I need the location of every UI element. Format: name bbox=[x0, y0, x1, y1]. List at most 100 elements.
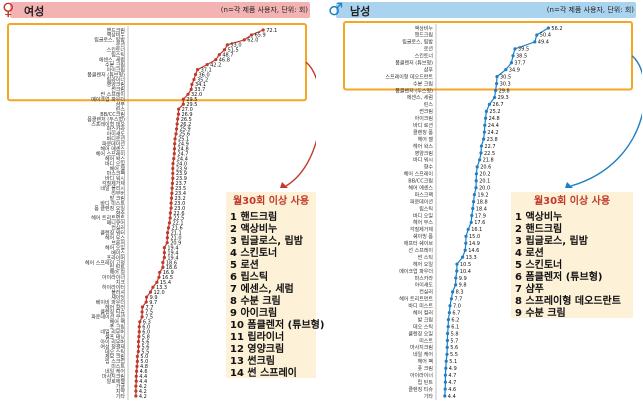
female-point-50 bbox=[158, 270, 162, 274]
female-category-label-23: 바디로션 bbox=[107, 136, 126, 143]
male-point-12 bbox=[487, 102, 491, 106]
female-category-label-73: 가글 bbox=[116, 383, 126, 390]
female-point-57 bbox=[140, 305, 145, 309]
female-value-label-3: 62.0 bbox=[247, 38, 258, 44]
female-point-74 bbox=[134, 389, 138, 393]
female-category-label-7: 에센스, 세럼 bbox=[99, 56, 125, 63]
female-category-label-62: 네일 리무버 bbox=[100, 329, 125, 336]
male-point-11 bbox=[493, 95, 497, 100]
female-category-label-26: 헤어 스프레이 bbox=[96, 150, 125, 157]
female-point-4 bbox=[225, 43, 229, 47]
female-category-label-39: 헤어 트리트먼트 bbox=[91, 215, 125, 222]
female-point-42 bbox=[165, 231, 170, 235]
male-value-label-35: 10.5 bbox=[460, 262, 471, 268]
male-category-label-4: 로션 bbox=[424, 46, 434, 53]
female-category-label-49: 립 틴트 bbox=[110, 264, 126, 271]
female-category-label-42: 클렌징 워터 bbox=[100, 230, 125, 237]
female-category-label-35: 발 크림 bbox=[110, 195, 125, 202]
female-category-label-1: 핸드크림 bbox=[107, 27, 125, 34]
female-point-19 bbox=[176, 117, 180, 121]
female-point-62 bbox=[137, 330, 141, 334]
male-value-label-48: 5.5 bbox=[450, 352, 458, 358]
female-point-1 bbox=[261, 28, 265, 32]
female-category-label-50: 헤어 컬 bbox=[110, 269, 126, 276]
female-value-label-24: 24.9 bbox=[178, 142, 189, 148]
female-point-69 bbox=[135, 364, 139, 368]
male-value-label-38: 9.8 bbox=[459, 283, 467, 289]
female-point-29 bbox=[171, 166, 175, 171]
male-value-label-19: 22.5 bbox=[484, 151, 495, 157]
female-value-label-73: 4.2 bbox=[139, 384, 147, 390]
male-point-49 bbox=[444, 359, 448, 363]
female-value-label-21: 25.9 bbox=[180, 127, 191, 133]
male-category-label-23: BB/CC크림 bbox=[408, 178, 433, 185]
male-category-label-40: 헤어 트리트먼트 bbox=[399, 296, 433, 303]
male-point-39 bbox=[451, 290, 455, 294]
female-point-54 bbox=[148, 290, 153, 294]
female-category-label-64: 아이 리무버 bbox=[100, 338, 125, 345]
male-category-label-45: 클렌징 오일 bbox=[408, 330, 433, 337]
female-symbol-icon: ♀ bbox=[2, 0, 15, 20]
male-point-45 bbox=[446, 331, 450, 336]
female-point-53 bbox=[151, 285, 155, 289]
female-value-label-61: 6.0 bbox=[142, 325, 150, 331]
female-point-13 bbox=[189, 87, 193, 91]
female-value-label-53: 13.3 bbox=[156, 285, 167, 291]
male-value-label-45: 5.8 bbox=[451, 331, 459, 337]
female-point-36 bbox=[169, 201, 173, 205]
male-category-label-30: 각질제거제 bbox=[410, 226, 433, 233]
male-category-label-31: 쉐이빙 폼 bbox=[413, 233, 433, 240]
female-point-71 bbox=[134, 374, 138, 378]
female-point-51 bbox=[157, 275, 161, 279]
female-value-label-48: 18.6 bbox=[166, 260, 177, 266]
male-category-label-2: 핸드크림 bbox=[415, 32, 433, 39]
female-point-27 bbox=[172, 156, 176, 161]
female-value-label-32: 23.7 bbox=[175, 181, 186, 187]
male-category-label-20: 바디 워시 bbox=[413, 157, 433, 164]
male-value-label-42: 6.7 bbox=[452, 310, 460, 316]
male-unit-note: (n=각 제품 사용자, 단위: 회) bbox=[546, 6, 634, 14]
female-value-label-69: 4.8 bbox=[140, 364, 148, 370]
male-category-label-28: 바디 오일 bbox=[413, 212, 433, 219]
male-value-label-6: 37.7 bbox=[514, 61, 525, 67]
female-category-label-9: 아이크림 bbox=[107, 66, 125, 73]
male-category-label-10: 폼클렌저 (두스형) bbox=[395, 87, 433, 94]
female-value-label-37: 23.0 bbox=[174, 206, 185, 212]
female-point-41 bbox=[166, 226, 171, 230]
male-value-label-11: 29.3 bbox=[498, 95, 509, 101]
female-point-73 bbox=[134, 384, 138, 388]
female-category-label-4: 로션 bbox=[116, 42, 126, 49]
female-value-label-1: 72.1 bbox=[266, 28, 277, 34]
female-category-label-25: 헤어 에센스 bbox=[100, 146, 125, 153]
male-value-label-29: 17.6 bbox=[474, 220, 485, 226]
female-top-list-item: 5 로션 bbox=[230, 260, 259, 271]
male-value-label-33: 14.6 bbox=[468, 248, 479, 254]
female-category-label-75: 기타 bbox=[116, 393, 126, 400]
female-category-label-47: 프라이머 bbox=[107, 254, 125, 261]
female-value-label-71: 4.4 bbox=[139, 374, 147, 380]
female-category-label-40: 매니큐어 bbox=[107, 220, 125, 227]
female-category-label-20: 스프레이형 데오 bbox=[91, 121, 125, 128]
male-category-label-49: 헤어 팩 bbox=[418, 358, 434, 365]
male-point-35 bbox=[455, 262, 459, 266]
female-point-72 bbox=[134, 379, 138, 383]
female-category-label-51: 아이라이너 bbox=[102, 274, 125, 281]
male-category-label-50: 풋 크림 bbox=[418, 365, 433, 372]
female-point-25 bbox=[172, 147, 177, 151]
female-category-label-31: 바디 워시 bbox=[105, 175, 125, 182]
female-point-64 bbox=[136, 339, 141, 344]
female-value-label-22: 25.6 bbox=[179, 132, 190, 138]
male-point-7 bbox=[504, 68, 508, 72]
male-point-5 bbox=[511, 54, 515, 58]
male-point-8 bbox=[495, 75, 499, 79]
male-value-label-26: 18.8 bbox=[477, 199, 488, 205]
female-value-label-31: 23.9 bbox=[176, 176, 187, 182]
male-point-34 bbox=[461, 255, 465, 259]
male-value-label-8: 30.5 bbox=[500, 74, 511, 80]
female-point-68 bbox=[135, 359, 139, 363]
female-value-label-9: 37.1 bbox=[201, 67, 212, 73]
